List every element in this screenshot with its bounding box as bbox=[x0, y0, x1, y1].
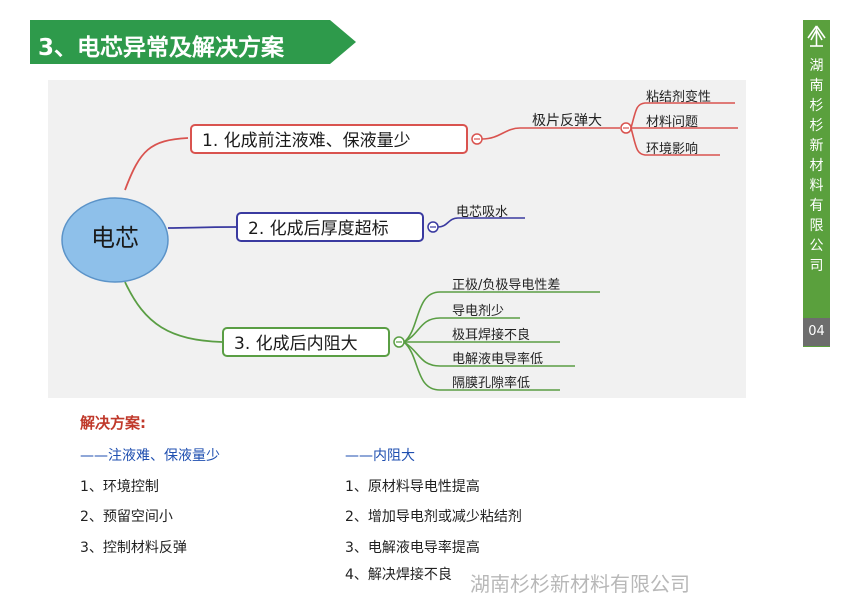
company-name-vertical: 湖南杉杉新材料有限公司 bbox=[803, 56, 830, 276]
connector-root-branch3 bbox=[124, 281, 223, 343]
leaf-conductivity-poor: 正极/负极导电性差 bbox=[452, 278, 561, 293]
solution-right-item-4: 4、解决焊接不良 bbox=[345, 567, 452, 583]
solution-right-item-2: 2、增加导电剂或减少粘结剂 bbox=[345, 509, 522, 525]
page-number: 04 bbox=[803, 318, 830, 346]
page-title: 3、电芯异常及解决方案 bbox=[38, 35, 285, 61]
leaf-cell-water-absorb: 电芯吸水 bbox=[456, 205, 509, 220]
branch-node-3: 3. 化成后内阻大 bbox=[222, 327, 390, 357]
sub-node-rebound: 极片反弹大 bbox=[532, 113, 602, 129]
leaf-material-issue: 材料问题 bbox=[646, 115, 699, 130]
company-name-char: 南 bbox=[809, 78, 824, 94]
leaf-tab-welding-poor: 极耳焊接不良 bbox=[452, 328, 531, 343]
company-name-char: 湖 bbox=[809, 58, 824, 74]
connector-root-branch2 bbox=[167, 226, 237, 229]
branch-node-2: 2. 化成后厚度超标 bbox=[236, 212, 424, 242]
root-node bbox=[61, 197, 169, 283]
branch-node-1: 1. 化成前注液难、保液量少 bbox=[190, 124, 468, 154]
company-name-char: 杉 bbox=[809, 118, 824, 134]
leaf-conductive-agent-low: 导电剂少 bbox=[452, 304, 505, 319]
solution-heading: 解决方案: bbox=[80, 414, 146, 432]
leaf-binder-change: 粘结剂变性 bbox=[646, 90, 712, 105]
leaf-electrolyte-low: 电解液电导率低 bbox=[452, 352, 544, 367]
leaf-separator-porosity-low: 隔膜孔隙率低 bbox=[452, 376, 531, 391]
company-logo-icon bbox=[807, 25, 826, 47]
watermark: 湖南杉杉新材料有限公司 bbox=[470, 572, 690, 596]
solution-left-title: ——注液难、保液量少 bbox=[80, 448, 220, 464]
company-name-char: 新 bbox=[809, 138, 824, 154]
company-name-char: 料 bbox=[809, 178, 824, 194]
title-banner bbox=[30, 20, 356, 64]
company-name-char: 有 bbox=[809, 198, 824, 214]
root-node-label: 电芯 bbox=[91, 224, 139, 252]
solution-left-item-3: 3、控制材料反弹 bbox=[80, 540, 187, 556]
solution-left-item-2: 2、预留空间小 bbox=[80, 509, 173, 525]
company-name-char: 限 bbox=[809, 218, 824, 234]
company-name-char: 司 bbox=[809, 258, 824, 274]
solution-left-item-1: 1、环境控制 bbox=[80, 479, 159, 495]
solution-right-title: ——内阻大 bbox=[345, 448, 415, 464]
connector-root-branch1 bbox=[124, 137, 189, 191]
company-sidebar: 湖南杉杉新材料有限公司 bbox=[803, 20, 830, 347]
solution-right-item-1: 1、原材料导电性提高 bbox=[345, 479, 480, 495]
company-name-char: 公 bbox=[809, 238, 824, 254]
company-name-char: 杉 bbox=[809, 98, 824, 114]
company-name-char: 材 bbox=[809, 158, 824, 174]
solution-right-item-3: 3、电解液电导率提高 bbox=[345, 540, 480, 556]
leaf-environment: 环境影响 bbox=[646, 142, 699, 157]
